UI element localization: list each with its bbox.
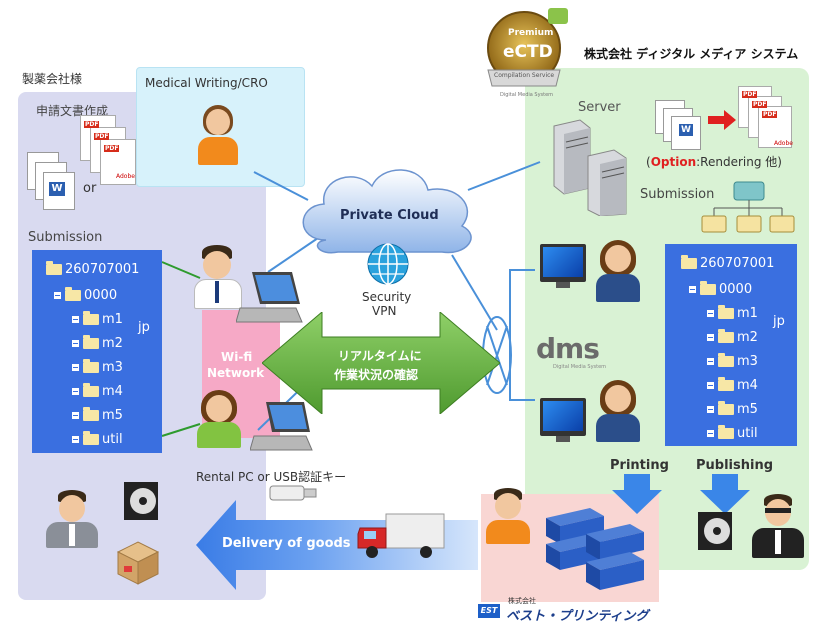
tree-item-m2[interactable]: m2 — [707, 329, 758, 345]
tree-item-util[interactable]: util — [72, 431, 123, 447]
badge-footer-label: Digital Media System — [500, 92, 554, 98]
pharma-company-label: 製薬会社様 — [22, 72, 83, 86]
tree-subfolder[interactable]: 0000 — [689, 281, 752, 297]
tree-item-m1[interactable]: m1 — [707, 305, 758, 321]
doc-creation-label: 申請文書作成 — [36, 104, 109, 118]
submission-right-label: Submission — [640, 187, 715, 202]
printing-label: Printing — [610, 458, 669, 473]
female-user-avatar — [193, 390, 245, 448]
network-label: Network — [207, 366, 265, 380]
tree-subfolder[interactable]: 0000 — [54, 287, 117, 303]
dms-logo: dms — [536, 332, 600, 365]
pdf-document-icon-right: PDF PDF PDF Adobe — [738, 86, 798, 152]
wifi-label: Wi-fi — [221, 350, 253, 364]
delivery-label: Delivery of goods — [222, 536, 351, 551]
printed-binders-icon — [546, 508, 644, 590]
tree-item-util[interactable]: util — [707, 425, 758, 441]
tree-item-m1[interactable]: m1 — [72, 311, 123, 327]
female-operator-avatar — [594, 240, 642, 302]
globe-icon — [367, 243, 409, 285]
cro-panel — [136, 67, 305, 187]
tree-item-m2[interactable]: m2 — [72, 335, 123, 351]
package-box-icon — [116, 541, 160, 585]
laptop-icon-2 — [250, 402, 313, 451]
private-cloud-label: Private Cloud — [340, 208, 439, 223]
tree-item-m4[interactable]: m4 — [707, 377, 758, 393]
tree-item-m4[interactable]: m4 — [72, 383, 123, 399]
badge-ectd-label: eCTD — [503, 42, 553, 62]
tree-root[interactable]: 260707001 — [46, 261, 139, 277]
usb-key-icon — [269, 485, 317, 501]
rental-pc-label: Rental PC or USB認証キー — [196, 470, 347, 484]
disc-case-icon-right — [698, 512, 732, 550]
medical-writing-label: Medical Writing/CRO — [145, 76, 268, 90]
monitor-icon-2 — [540, 398, 586, 436]
female-operator-avatar-2 — [594, 380, 642, 442]
tree-item-m5[interactable]: m5 — [707, 401, 758, 417]
tree-item-m3[interactable]: m3 — [72, 359, 123, 375]
tree-item-m5[interactable]: m5 — [72, 407, 123, 423]
publisher-avatar — [750, 494, 806, 558]
tree-item-jp: jp — [138, 320, 150, 335]
businessman-avatar — [42, 490, 102, 548]
server-icon — [553, 119, 627, 216]
publishing-label: Publishing — [696, 458, 774, 473]
tree-item-jp: jp — [773, 314, 785, 329]
pdf-document-icon: PDF PDF PDF Adobe — [80, 115, 140, 195]
security-label: Security — [362, 290, 412, 304]
publishing-arrow — [700, 474, 750, 514]
dms-company-label: 株式会社 ディジタル メディア システム — [584, 47, 799, 61]
disc-case-icon — [124, 482, 158, 520]
male-user-avatar — [190, 245, 244, 309]
delivery-truck-icon — [357, 513, 445, 558]
or-label: or — [83, 181, 97, 196]
hierarchy-structure-icon — [701, 181, 795, 233]
server-label: Server — [578, 100, 621, 115]
dms-logo-sub: Digital Media System — [553, 364, 607, 370]
badge-sub-label: Compilation Service — [494, 72, 555, 79]
tree-root[interactable]: 260707001 — [681, 255, 774, 271]
submission-folder-tree-right: 260707001 0000 m1 jp m2 m3 m4 m5 util — [665, 244, 797, 446]
private-cloud-icon — [302, 169, 472, 254]
submission-folder-tree-left: 260707001 0000 m1 jp m2 m3 m4 m5 util — [32, 250, 162, 453]
realtime-label-line1: リアルタイムに — [338, 349, 422, 363]
badge-premium-label: Premium — [508, 28, 554, 38]
best-printing-logo: EST 株式会社 ベスト・プリンティング — [476, 596, 666, 624]
monitor-icon — [540, 244, 586, 282]
realtime-label-line2: 作業状況の確認 — [334, 368, 419, 382]
rendering-arrow-icon — [708, 110, 736, 130]
laptop-icon — [236, 272, 303, 323]
option-rendering-label: (Option:Rendering 他) — [646, 155, 782, 169]
vpn-label: VPN — [372, 304, 397, 318]
word-document-icon-right: W — [655, 100, 703, 150]
printing-arrow — [612, 474, 662, 514]
ectd-premium-badge-icon — [487, 8, 568, 87]
printing-staff-avatar — [484, 488, 532, 544]
submission-left-label: Submission — [28, 230, 103, 245]
realtime-status-arrow — [262, 312, 500, 414]
female-writer-avatar — [196, 105, 240, 165]
tree-item-m3[interactable]: m3 — [707, 353, 758, 369]
word-document-icon: W — [27, 152, 77, 212]
